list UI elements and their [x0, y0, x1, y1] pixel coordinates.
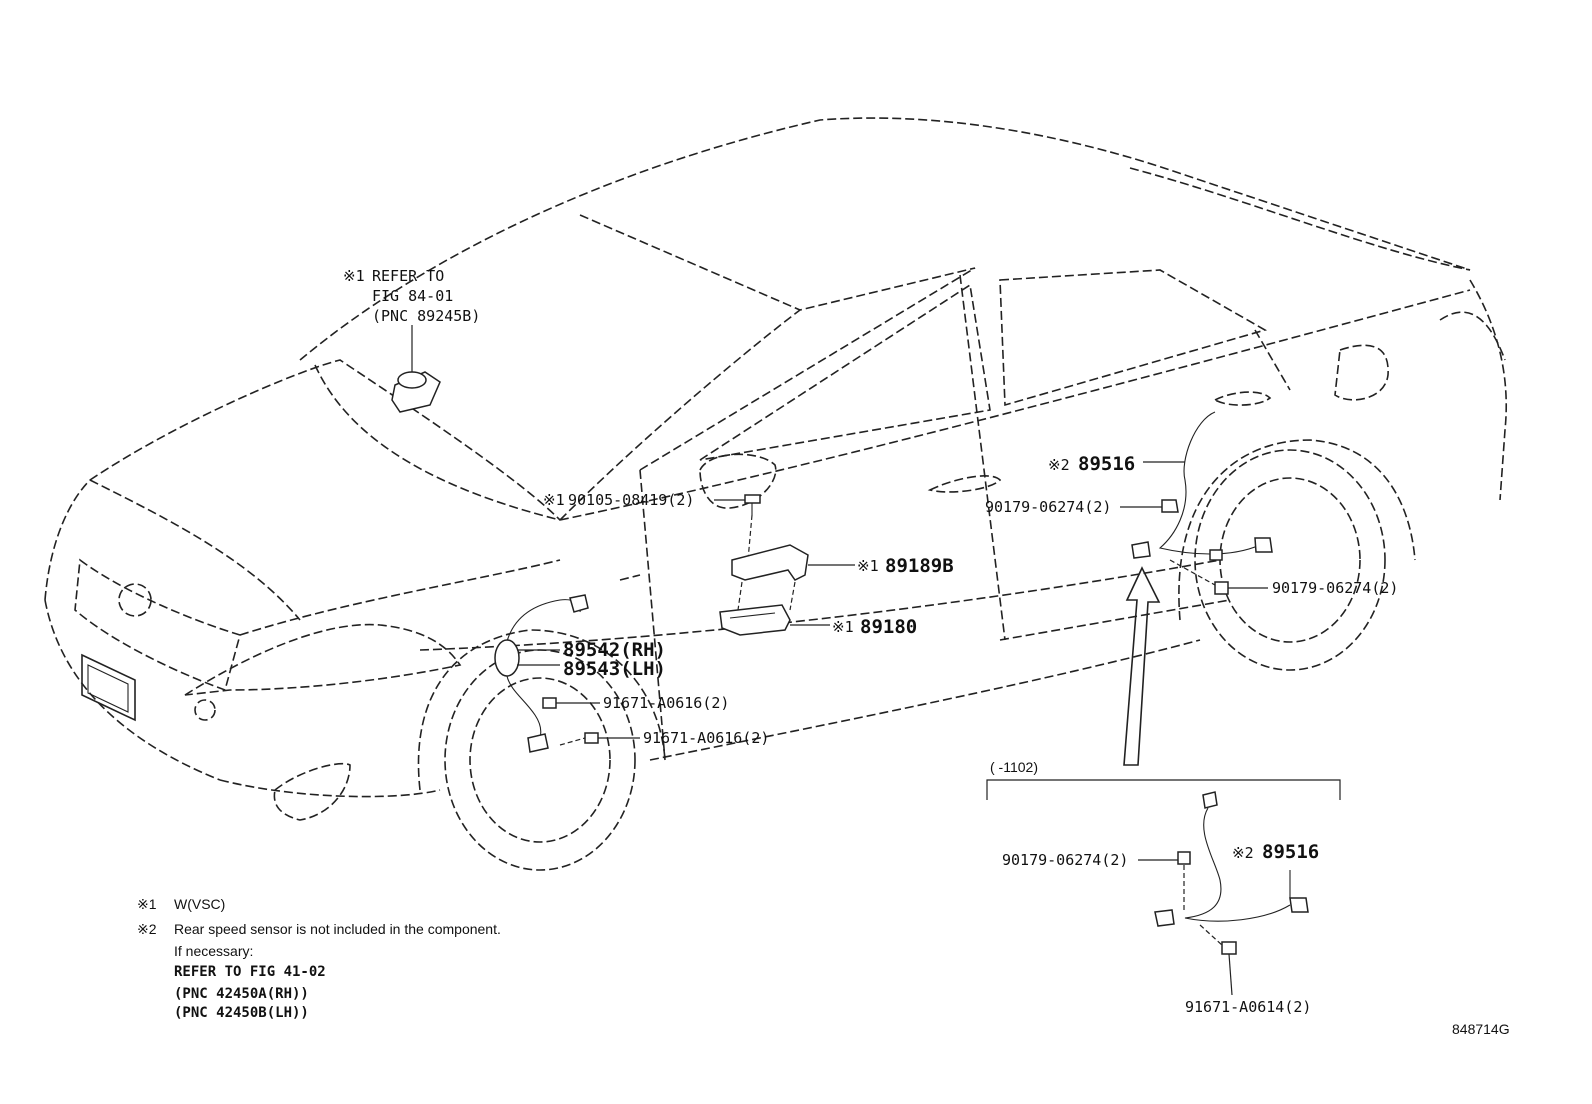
ecu-89180-label[interactable]: 89180 — [860, 616, 917, 638]
inset-sensor-mark: ※2 — [1232, 844, 1254, 862]
front-bolts-part — [542, 697, 640, 746]
legend-text-2: Rear speed sensor is not included in the… — [174, 921, 501, 937]
legend-extra-2: REFER TO FIG 41-02 — [174, 964, 326, 980]
pointer-arrow — [1123, 566, 1161, 766]
bolt-mark: ※1 — [543, 491, 565, 509]
bracket-89189b-label[interactable]: 89189B — [885, 555, 954, 577]
inset-frame — [986, 779, 1341, 800]
legend-extra-4: (PNC 42450B(LH)) — [174, 1005, 309, 1021]
refer-line-2: FIG 84-01 — [372, 287, 453, 305]
rear-nut-a-label[interactable]: 90179-06274(2) — [985, 498, 1111, 516]
front-speed-sensor-part — [494, 594, 589, 753]
ecu-89180-part — [719, 604, 830, 636]
legend-mark-1: ※1 — [137, 896, 157, 912]
refer-mark: ※1 — [343, 267, 365, 285]
rear-nut-b-label[interactable]: 90179-06274(2) — [1272, 579, 1398, 597]
legend-extra-3: (PNC 42450A(RH)) — [174, 986, 309, 1002]
bolt-90105-part — [714, 494, 761, 561]
front-bolt-b-label[interactable]: 91671-A0616(2) — [643, 729, 769, 747]
rear-speed-sensor-part — [1120, 411, 1273, 595]
refer-line-3: (PNC 89245B) — [372, 307, 480, 325]
bracket-89189b-part — [731, 544, 855, 611]
front-bolt-a-label[interactable]: 91671-A0616(2) — [603, 694, 729, 712]
front-sensor-lh-label[interactable]: 89543(LH) — [563, 658, 666, 680]
inset-bolt-label[interactable]: 91671-A0614(2) — [1185, 998, 1311, 1016]
refer-line-1: REFER TO — [372, 267, 444, 285]
front-sensor-rh-label[interactable]: 89542(RH) — [563, 639, 666, 661]
yaw-rate-sensor-part — [391, 325, 441, 413]
inset-nut-label[interactable]: 90179-06274(2) — [1002, 851, 1128, 869]
car-outline — [44, 117, 1508, 871]
legend-mark-2: ※2 — [137, 921, 157, 937]
rear-sensor-89516-label[interactable]: 89516 — [1078, 453, 1135, 475]
figure-id: 848714G — [1452, 1021, 1510, 1037]
bolt-90105-label[interactable]: 90105-08419(2) — [568, 491, 694, 509]
legend-extra-1: If necessary: — [174, 943, 253, 959]
ecu-mark: ※1 — [832, 618, 854, 636]
bracket-mark: ※1 — [857, 557, 879, 575]
inset-sensor-89516-label[interactable]: 89516 — [1262, 841, 1319, 863]
legend-text-1: W(VSC) — [174, 896, 225, 912]
rear-sensor-mark: ※2 — [1048, 456, 1070, 474]
inset-range-label: ( -1102) — [990, 759, 1038, 775]
inset-sensor-part — [1138, 791, 1309, 996]
